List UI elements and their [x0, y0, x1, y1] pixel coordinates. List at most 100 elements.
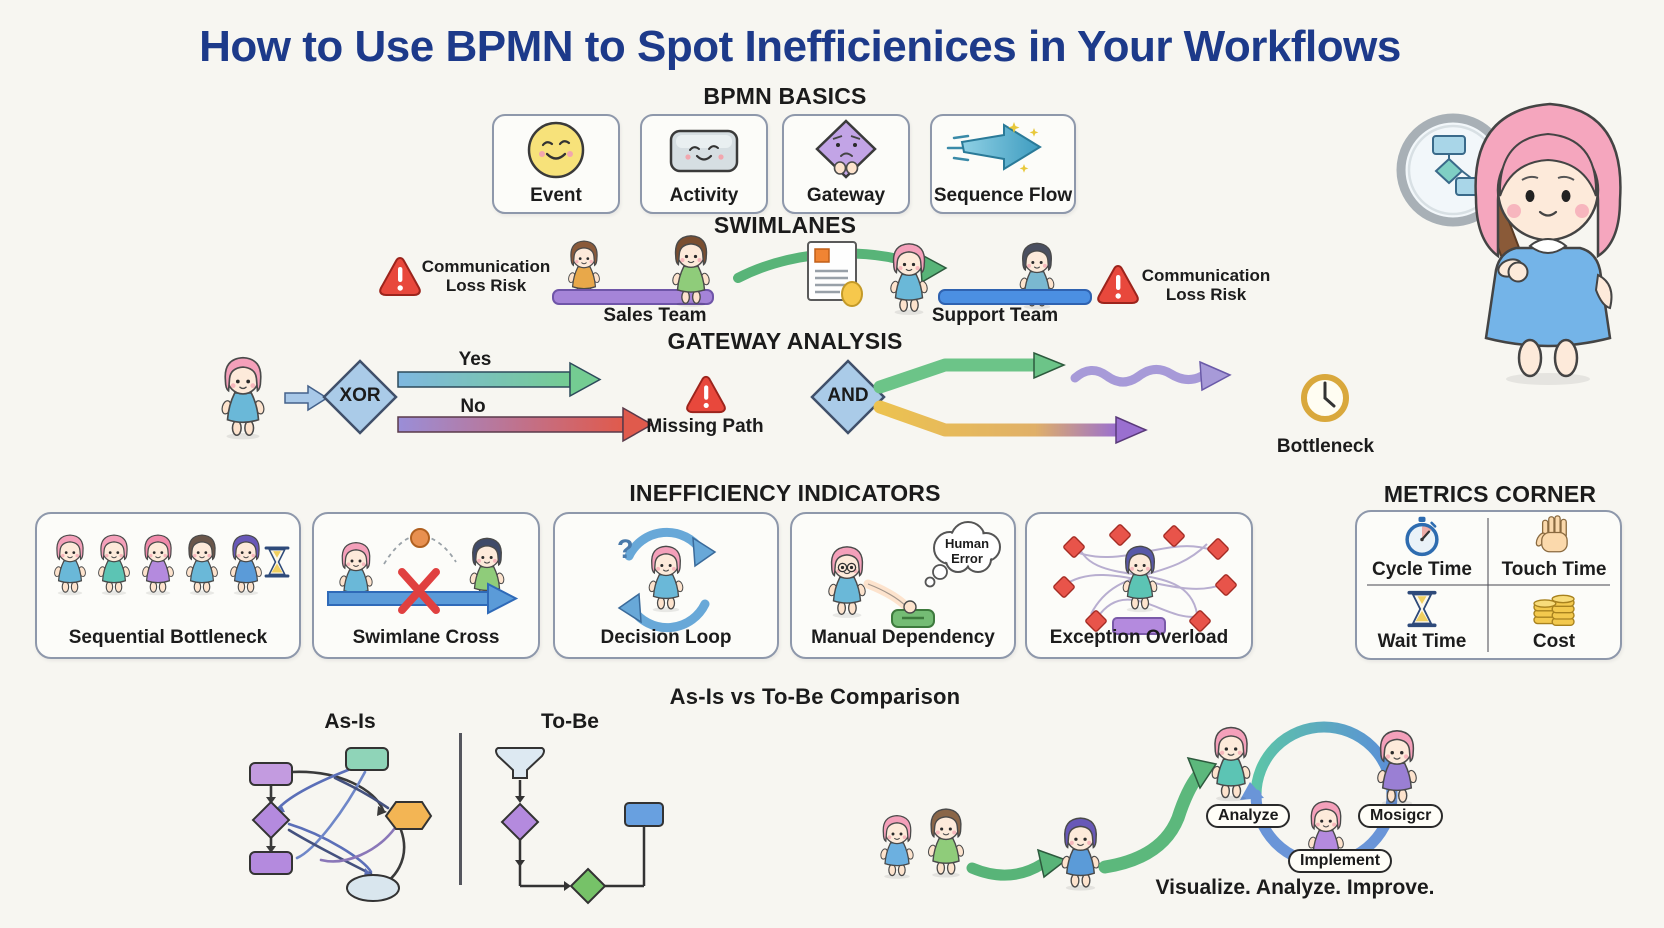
- manual-button-icon: [891, 609, 935, 628]
- basics-card-label: Event: [530, 185, 582, 206]
- support-team-member-1: [882, 236, 936, 320]
- metric-touch-time: Touch Time: [1489, 512, 1619, 584]
- basics-card-event: Event: [492, 114, 620, 214]
- hand-icon: [1535, 515, 1568, 553]
- basics-card-activity: Activity: [640, 114, 768, 214]
- mascot-body: [1474, 102, 1622, 385]
- metric-cost: Cost: [1489, 586, 1619, 656]
- comparison-heading: As-Is vs To-Be Comparison: [669, 684, 961, 709]
- indicator-card-swimlane-cross: Swimlane Cross: [312, 512, 540, 659]
- indicator-card-label: Sequential Bottleneck: [68, 627, 268, 648]
- loop-arrows-illustration: [617, 527, 717, 633]
- bottleneck-clock-icon: [1301, 374, 1349, 422]
- to-be-green-gateway: [569, 867, 607, 905]
- basics-heading: BPMN BASICS: [703, 83, 867, 109]
- gateway-analysis-diagram: [219, 351, 1349, 445]
- as-is-label: As-Is: [324, 710, 376, 733]
- indicator-card-label: Exception Overload: [1049, 627, 1229, 648]
- metric-label: Cycle Time: [1372, 559, 1472, 580]
- sales-swimlane-bar: [552, 289, 714, 305]
- mascot-girl-magnifier: [1396, 102, 1622, 385]
- to-be-label: To-Be: [541, 710, 599, 733]
- as-is-messy-diagram: [249, 747, 433, 902]
- no-path-arrow: [397, 406, 654, 443]
- comparison-divider: [459, 733, 462, 885]
- diamond-face-icon: [815, 119, 877, 179]
- support-swimlane-bar: [938, 289, 1092, 305]
- as-is-task-1: [249, 762, 293, 786]
- as-is-end-node: [346, 874, 400, 902]
- swimlanes-heading: SWIMLANES: [713, 212, 857, 238]
- communication-loss-risk-left: Communication Loss Risk: [421, 257, 551, 295]
- xor-label: XOR: [339, 385, 381, 406]
- metric-label: Wait Time: [1377, 631, 1467, 652]
- page-title: How to Use BPMN to Spot Inefficienices i…: [199, 22, 1401, 71]
- metric-cycle-time: Cycle Time: [1357, 512, 1487, 584]
- basics-card-gateway: Gateway: [782, 114, 910, 214]
- cycle-step-design: Mosigcr: [1358, 804, 1444, 828]
- to-be-gateway: [500, 802, 540, 842]
- indicator-card-label: Swimlane Cross: [352, 627, 500, 648]
- manual-dependency-illustration: [792, 521, 1001, 628]
- bottleneck-label: Bottleneck: [1276, 436, 1375, 457]
- overloaded-task-rect: [1112, 617, 1166, 635]
- as-is-gateway: [251, 800, 291, 840]
- document-icon: [807, 241, 863, 307]
- sales-team-member-2: [664, 232, 718, 308]
- metrics-panel: Cycle Time Touch Time Wait Time: [1355, 510, 1622, 660]
- missing-path-warning-icon: [686, 375, 726, 414]
- smiley-circle-icon: [527, 121, 585, 179]
- basics-card-label: Gateway: [806, 185, 886, 206]
- team-member-b: [926, 808, 966, 879]
- sales-team-label: Sales Team: [603, 305, 707, 326]
- xor-gateway-diamond: [322, 359, 398, 435]
- no-label: No: [460, 396, 486, 417]
- to-be-task: [624, 802, 664, 827]
- as-is-task-2: [345, 747, 389, 771]
- warning-triangle-icon: [378, 252, 422, 300]
- yes-label: Yes: [458, 349, 492, 370]
- indicator-card-sequential-bottleneck: Sequential Bottleneck: [35, 512, 301, 659]
- warning-triangle-icon: [1096, 260, 1140, 308]
- as-is-hexagon: [384, 801, 433, 830]
- metric-label: Cost: [1532, 631, 1576, 652]
- stopwatch-icon: [1405, 516, 1439, 557]
- metrics-heading: METRICS CORNER: [1383, 481, 1597, 507]
- gateway-heading: GATEWAY ANALYSIS: [667, 328, 903, 354]
- analyze-character: [1210, 726, 1252, 803]
- indicator-card-decision-loop: ? Decision Loop: [553, 512, 779, 659]
- parallel-path-green-arrow: [873, 351, 1066, 394]
- team-member-a: [878, 814, 916, 880]
- and-gateway-diamond: [810, 359, 886, 435]
- indicator-card-label: Manual Dependency: [811, 627, 995, 648]
- human-error-bubble-text: Human Error: [944, 536, 990, 566]
- and-label: AND: [827, 385, 869, 406]
- thought-bubble: [924, 521, 1001, 588]
- support-team-label: Support Team: [931, 305, 1059, 326]
- indicator-card-label: Decision Loop: [600, 627, 732, 648]
- swimlane-cross-illustration: [327, 528, 519, 615]
- metric-wait-time: Wait Time: [1357, 586, 1487, 656]
- coins-icon: [1533, 594, 1575, 627]
- progress-arrow-swoosh: [1098, 756, 1218, 874]
- task-rectangle-icon: [669, 129, 739, 173]
- cycle-step-analyze: Analyze: [1206, 804, 1291, 828]
- start-arrow: [284, 384, 329, 412]
- basics-card-label: Sequence Flow: [933, 185, 1073, 206]
- hourglass-icon: [1405, 589, 1439, 629]
- tossed-ball-icon: [410, 528, 430, 548]
- cycle-step-implement: Implement: [1288, 849, 1393, 873]
- hourglass-icon: [264, 546, 290, 578]
- exception-overload-illustration: [1052, 523, 1238, 635]
- progress-arrow-small: [966, 848, 1068, 881]
- missing-path-label: Missing Path: [646, 416, 764, 437]
- metrics-divider-horizontal: [1367, 584, 1610, 586]
- flow-arrow-icon: [946, 122, 1042, 173]
- team-member-c: [1059, 817, 1102, 892]
- metric-label: Touch Time: [1501, 559, 1607, 580]
- indicator-card-exception-overload: Exception Overload: [1025, 512, 1253, 659]
- slow-wavy-arrow: [1070, 360, 1232, 392]
- analyst-character: [219, 356, 267, 441]
- cycle-tagline: Visualize. Analyze. Improve.: [1155, 876, 1435, 899]
